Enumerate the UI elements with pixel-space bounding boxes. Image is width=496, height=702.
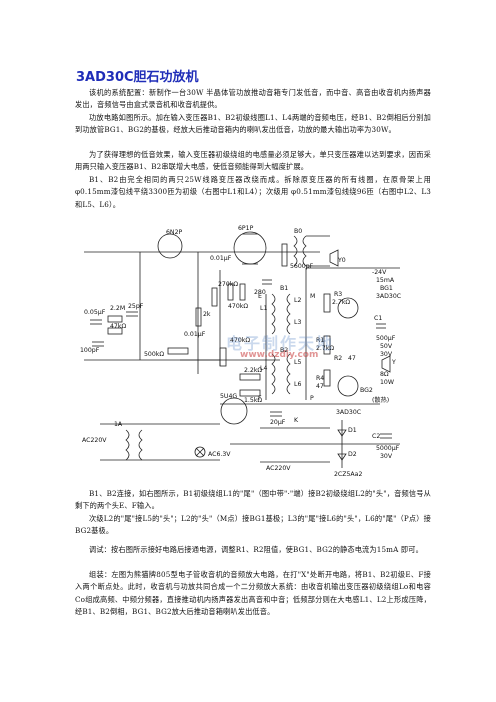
label-point-e: E: [258, 293, 262, 300]
label-b0: B0: [294, 228, 302, 235]
label-cap-100: 100pF: [80, 347, 100, 354]
label-l1: L1: [260, 305, 267, 312]
label-point-f: F: [258, 395, 262, 402]
label-res-47k: 47kΩ: [110, 323, 126, 330]
paragraph-secondary: 次级L2的"尾"接L5的"头"；L2的"头"（M点）接BG1基极；L3的"尾"接…: [75, 514, 431, 536]
label-15ma: 15mA: [376, 277, 395, 284]
watermark-logo: 电子制作天地: [226, 334, 335, 353]
label-diode-type: 2CZ5Aa2: [334, 471, 362, 478]
label-cap-001: 0.01μF: [210, 255, 232, 262]
label-r2: R2: [334, 355, 342, 362]
label-c2: C2: [372, 433, 380, 440]
label-c1-voltage: 50V: [380, 343, 393, 350]
label-cap-001b: 0.01μF: [184, 331, 206, 338]
label-r3: R3: [334, 291, 342, 298]
label-cap-5600: 5600pF: [290, 263, 314, 270]
paragraph-config: 该机的系统配置：新制作一台30W 半晶体管功放推动音箱专门发低音，而中音、高音由…: [75, 88, 431, 110]
paragraph-assembly: 组装：左图为熊猫牌805型电子管收音机的音频放大电路，在打"X"处断开电路，将B…: [75, 570, 431, 617]
label-l6: L6: [294, 381, 301, 388]
label-bg2: BG2: [360, 387, 373, 394]
label-res-22k: 2.2kΩ: [244, 367, 262, 374]
label-6n2p: 6N2P: [166, 229, 183, 236]
label-b1: B1: [280, 285, 288, 292]
label-c1: C1: [374, 315, 382, 322]
label-res-270k: 270kΩ: [218, 281, 238, 288]
paragraph-circuit: 功放电路如图所示。加在输入变压器B1、B2初级线圈L1、L4两端的音频电压，经B…: [75, 113, 431, 135]
label-bg2-type: 3AD30C: [336, 409, 361, 416]
paragraph-transformer: B1、B2由完全相同的两只25W线路变压器改绕而成。拆除原变压器的所有线圈，在原…: [75, 175, 431, 209]
label-ac220-left: AC220V: [82, 437, 107, 444]
label-cap-20: 20μF: [270, 419, 286, 426]
label-cap-25: 25pF: [128, 303, 144, 310]
label-res-470k-a: 470kΩ: [228, 303, 248, 310]
label-xfmr-1a: 1A: [114, 421, 123, 428]
label-point-m: M: [310, 293, 315, 300]
paragraph-connection: B1、B2连接，如右图所示，B1初级绕组L1的"尾"（图中带"·"端）接B2初级…: [75, 489, 431, 511]
label-switch-k: K: [294, 417, 299, 424]
schematic-diagram: 6N2P 6P1P B0 0.01μF 5600pF 0.05μF 2.2M 2…: [80, 225, 401, 478]
label-res-22m: 2.2M: [110, 305, 125, 312]
label-r4: R4: [316, 375, 324, 382]
label-bg1-type: 3AD30C: [376, 293, 401, 300]
label-r2-val: 47: [348, 355, 356, 362]
label-d2: D2: [348, 451, 357, 458]
label-l5: L5: [294, 359, 301, 366]
label-l2: L2: [294, 297, 301, 304]
label-y0: Y0: [337, 257, 346, 264]
label-d1: D1: [348, 427, 357, 434]
label-r4-val: 47: [316, 383, 324, 390]
label-6p1p: 6P1P: [238, 225, 254, 232]
label-8ohm: 8Ω: [380, 371, 389, 378]
label-bg1: BG1: [380, 285, 393, 292]
label-30v: 30V: [380, 351, 393, 358]
label-heatsink: (散热): [372, 396, 389, 404]
label-r1: R1: [316, 337, 324, 344]
paragraph-tuning: 调试：按右图所示接好电路后接通电源，调整R1、R2阻值，使BG1、BG2的静态电…: [89, 545, 423, 554]
watermark-url: www.dzdiy.com: [240, 350, 319, 360]
page-title: 3AD30C胆石功放机: [76, 70, 199, 85]
label-res-2k: 2k: [203, 311, 211, 318]
label-5u4g: 5U4G: [220, 393, 237, 400]
label-lamp: AC6.3V: [208, 451, 231, 458]
label-10w: 10W: [380, 379, 394, 386]
label-cap-005: 0.05μF: [84, 309, 106, 316]
label-ac220-bottom: AC220V: [266, 465, 291, 472]
label-point-p: P: [310, 395, 314, 402]
label-res-15k: 1.5kΩ: [244, 397, 262, 404]
label-res-470k-b: 470kΩ: [230, 337, 250, 344]
label-speaker-y: Y: [391, 359, 396, 366]
label-l3: L3: [294, 319, 301, 326]
label-c2-voltage: 30V: [380, 453, 393, 460]
paragraph-bass: 为了获得理想的低音效果，输入变压器初级绕组的电感量必须足够大，单只变压器难以达到…: [75, 150, 431, 172]
label-c2-val: 5000μF: [376, 445, 400, 452]
label-neg24: -24V: [372, 269, 387, 276]
label-res-280: 280: [254, 289, 266, 296]
label-l4: L4: [260, 365, 267, 372]
label-r3-val: 2.7kΩ: [332, 299, 350, 306]
label-c1-val: 500μF: [376, 335, 396, 342]
label-pot-500k: 500kΩ: [144, 351, 164, 358]
label-r1-val: 2.7kΩ: [316, 345, 334, 352]
label-b2: B2: [280, 347, 288, 354]
